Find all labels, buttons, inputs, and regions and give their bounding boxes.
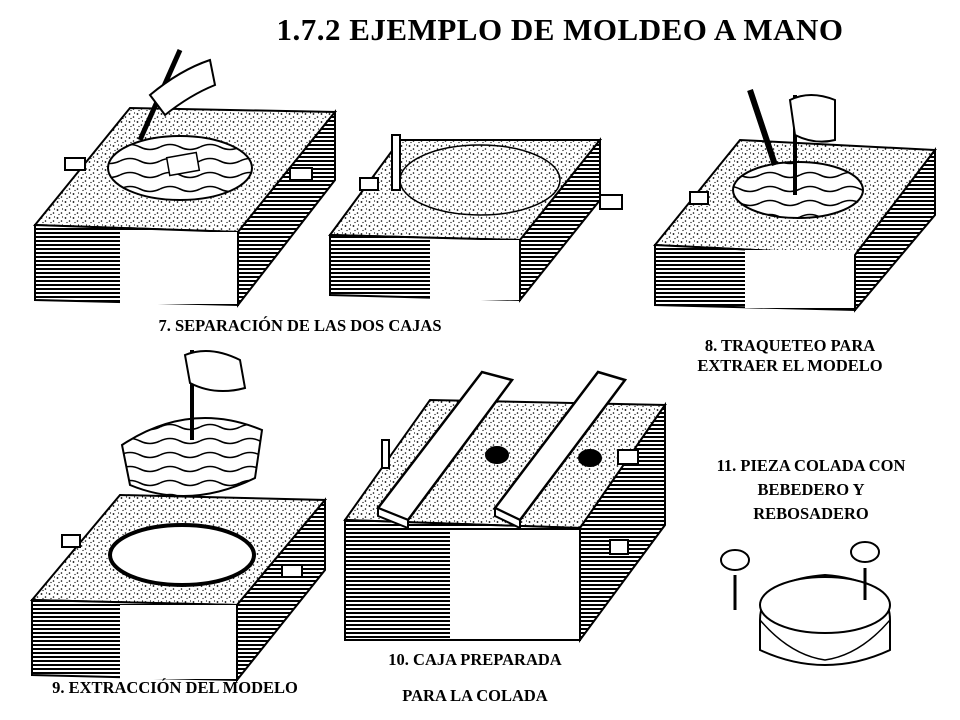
caption-step-7: 7. SEPARACIÓN DE LAS DOS CAJAS: [158, 316, 442, 335]
page-title: 1.7.2 EJEMPLO DE MOLDEO A MANO: [276, 12, 844, 47]
box-bottom-middle: [343, 370, 667, 644]
box-top-right: [652, 89, 937, 313]
caption-step-11-line-1: 11. PIEZA COLADA CON: [716, 456, 906, 475]
caption-step-9: 9. EXTRACCIÓN DEL MODELO: [52, 678, 298, 697]
caption-step-11-line-3: REBOSADERO: [753, 504, 869, 523]
caption-step-10-line-2: PARA LA COLADA: [402, 686, 548, 705]
caption-step-10-line-1: 10. CAJA PREPARADA: [388, 650, 562, 669]
caption-step-8-line-1: 8. TRAQUETEO PARA: [704, 336, 876, 355]
caption-step-8-line-2: EXTRAER EL MODELO: [697, 356, 883, 375]
box-top-left: [32, 48, 338, 308]
caption-step-11-line-2: BEBEDERO Y: [757, 480, 865, 499]
box-top-middle: [328, 134, 623, 303]
box-bottom-left: [29, 350, 328, 683]
cast-part: [720, 541, 891, 666]
